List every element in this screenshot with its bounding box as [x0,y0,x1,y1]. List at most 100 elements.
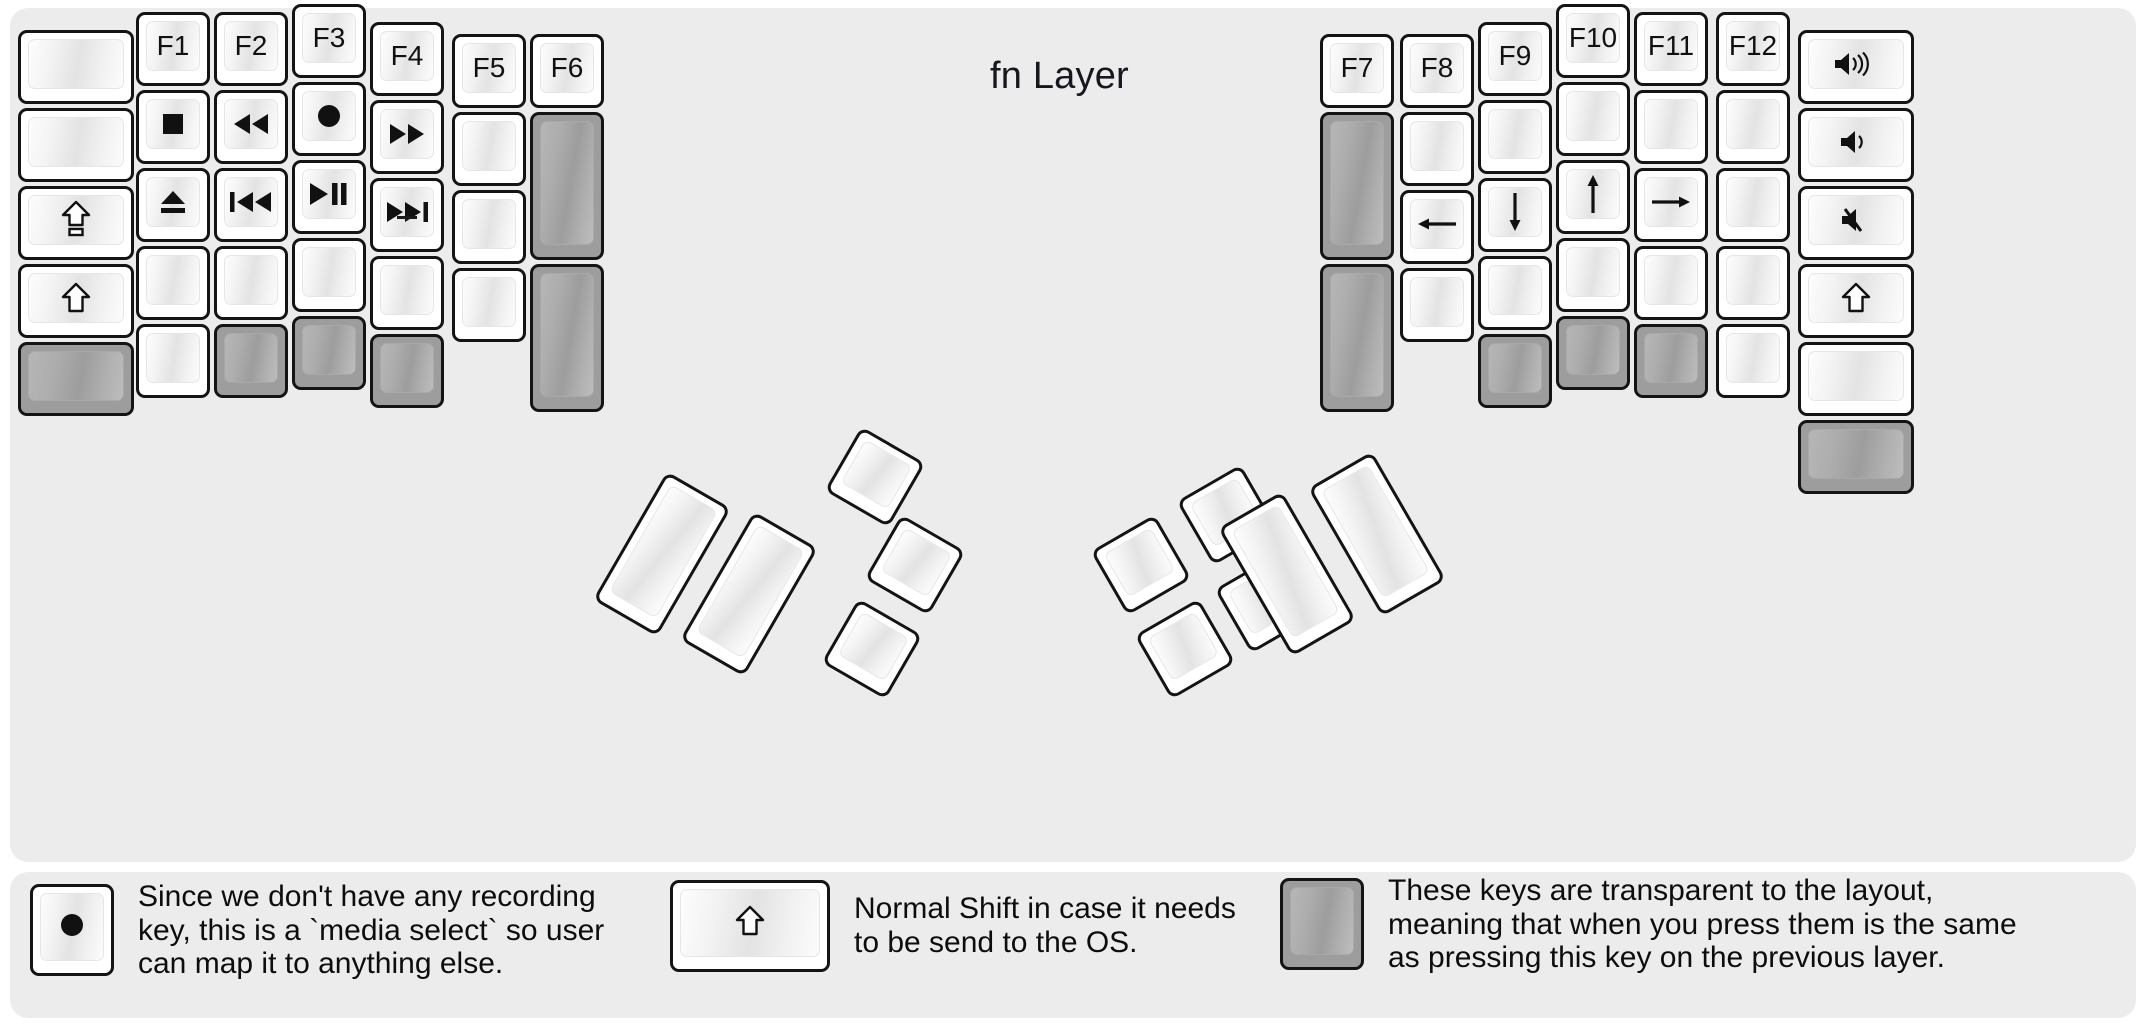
right-pinky-outer-key-3[interactable] [1798,264,1914,338]
right-inner-key-2[interactable] [1400,190,1474,264]
right-index-key-1[interactable] [1478,100,1552,174]
left-ring-key-4[interactable] [214,324,288,398]
right-ring-key-3[interactable] [1634,246,1708,320]
keycap-surface [146,333,200,383]
left-ring-key-1[interactable] [214,90,288,164]
keycap-surface [380,265,434,315]
right-middle-key-1[interactable] [1556,82,1630,156]
right-pinky-outer-key-2[interactable] [1798,186,1914,260]
keycap-surface [28,273,124,323]
right-pinky-key-4[interactable] [1716,324,1790,398]
right-pinky-outer-key-1[interactable] [1798,108,1914,182]
right-index-key-0[interactable]: F9 [1478,22,1552,96]
keycap-surface [840,439,913,510]
left-ring-key-2[interactable] [214,168,288,242]
keycap-surface [1410,121,1464,171]
left-innermost-key-2[interactable] [530,264,604,412]
legend-description-2: These keys are transparent to the layout… [1388,874,2017,975]
right-innermost-key-2[interactable] [1320,264,1394,412]
right-pinky-key-1[interactable] [1716,90,1790,164]
right-pinky-outer-key-5[interactable] [1798,420,1914,494]
keycap-surface [1330,273,1384,397]
keycap-surface [380,343,434,393]
left-index-key-0[interactable]: F4 [370,22,444,96]
right-ring-key-1[interactable] [1634,90,1708,164]
right-inner-key-0[interactable]: F8 [1400,34,1474,108]
left-innermost-key-0[interactable]: F6 [530,34,604,108]
keycap-surface [224,333,278,383]
keycap-surface [1726,255,1780,305]
keycap-surface [1488,31,1542,81]
keycap-surface [224,21,278,71]
keycap-surface [302,325,356,375]
keycap-surface [1488,343,1542,393]
left-pinky-key-3[interactable] [136,246,210,320]
left-middle-key-1[interactable] [292,82,366,156]
left-middle-key-3[interactable] [292,238,366,312]
right-pinky-key-2[interactable] [1716,168,1790,242]
left-middle-key-0[interactable]: F3 [292,4,366,78]
keycap-surface [1488,109,1542,159]
keycap-surface [540,273,594,397]
caps-lock-icon [61,200,91,240]
legend-sample-key-0 [30,884,114,977]
right-pinky-outer-key-0[interactable] [1798,30,1914,104]
keycap-surface [1330,121,1384,245]
left-pinky-outer-key-3[interactable] [18,264,134,338]
keycap-surface [146,21,200,71]
keycap-surface [462,43,516,93]
keycap-surface [540,121,594,245]
right-ring-key-2[interactable] [1634,168,1708,242]
keycap-surface [1330,43,1384,93]
right-middle-key-4[interactable] [1556,316,1630,390]
legend-description-0: Since we don't have any recording key, t… [138,880,605,981]
keycap-surface [1644,99,1698,149]
shift-icon [735,905,765,942]
left-inner-key-3[interactable] [452,268,526,342]
left-pinky-key-2[interactable] [136,168,210,242]
left-inner-key-2[interactable] [452,190,526,264]
legend-item-2: These keys are transparent to the layout… [1280,874,2017,975]
left-index-key-3[interactable] [370,256,444,330]
right-index-key-2[interactable] [1478,178,1552,252]
right-pinky-key-0[interactable]: F12 [1716,12,1790,86]
left-innermost-key-1[interactable] [530,112,604,260]
left-inner-key-1[interactable] [452,112,526,186]
left-middle-key-4[interactable] [292,316,366,390]
left-index-key-4[interactable] [370,334,444,408]
left-pinky-key-1[interactable] [136,90,210,164]
left-index-key-1[interactable] [370,100,444,174]
keycap-surface [1410,43,1464,93]
left-middle-key-2[interactable] [292,160,366,234]
left-inner-key-0[interactable]: F5 [452,34,526,108]
legend-panel [10,872,2136,1018]
right-index-key-4[interactable] [1478,334,1552,408]
right-innermost-key-1[interactable] [1320,112,1394,260]
left-index-key-2[interactable] [370,178,444,252]
right-pinky-outer-key-4[interactable] [1798,342,1914,416]
right-middle-key-3[interactable] [1556,238,1630,312]
right-middle-key-2[interactable] [1556,160,1630,234]
left-pinky-outer-key-4[interactable] [18,342,134,416]
right-inner-key-1[interactable] [1400,112,1474,186]
left-ring-key-0[interactable]: F2 [214,12,288,86]
right-innermost-key-0[interactable]: F7 [1320,34,1394,108]
left-pinky-key-4[interactable] [136,324,210,398]
left-pinky-outer-key-1[interactable] [18,108,134,182]
right-index-key-3[interactable] [1478,256,1552,330]
right-middle-key-0[interactable]: F10 [1556,4,1630,78]
media-next-icon [384,199,430,225]
left-pinky-outer-key-2[interactable] [18,186,134,260]
keycap-surface [540,43,594,93]
left-ring-key-3[interactable] [214,246,288,320]
right-inner-key-3[interactable] [1400,268,1474,342]
keycap-surface [302,13,356,63]
left-pinky-outer-key-0[interactable] [18,30,134,104]
right-ring-key-4[interactable] [1634,324,1708,398]
keycap-surface [1410,277,1464,327]
keycap-surface [1103,527,1176,598]
arrow-right-icon [1650,189,1692,215]
right-ring-key-0[interactable]: F11 [1634,12,1708,86]
left-pinky-key-0[interactable]: F1 [136,12,210,86]
right-pinky-key-3[interactable] [1716,246,1790,320]
